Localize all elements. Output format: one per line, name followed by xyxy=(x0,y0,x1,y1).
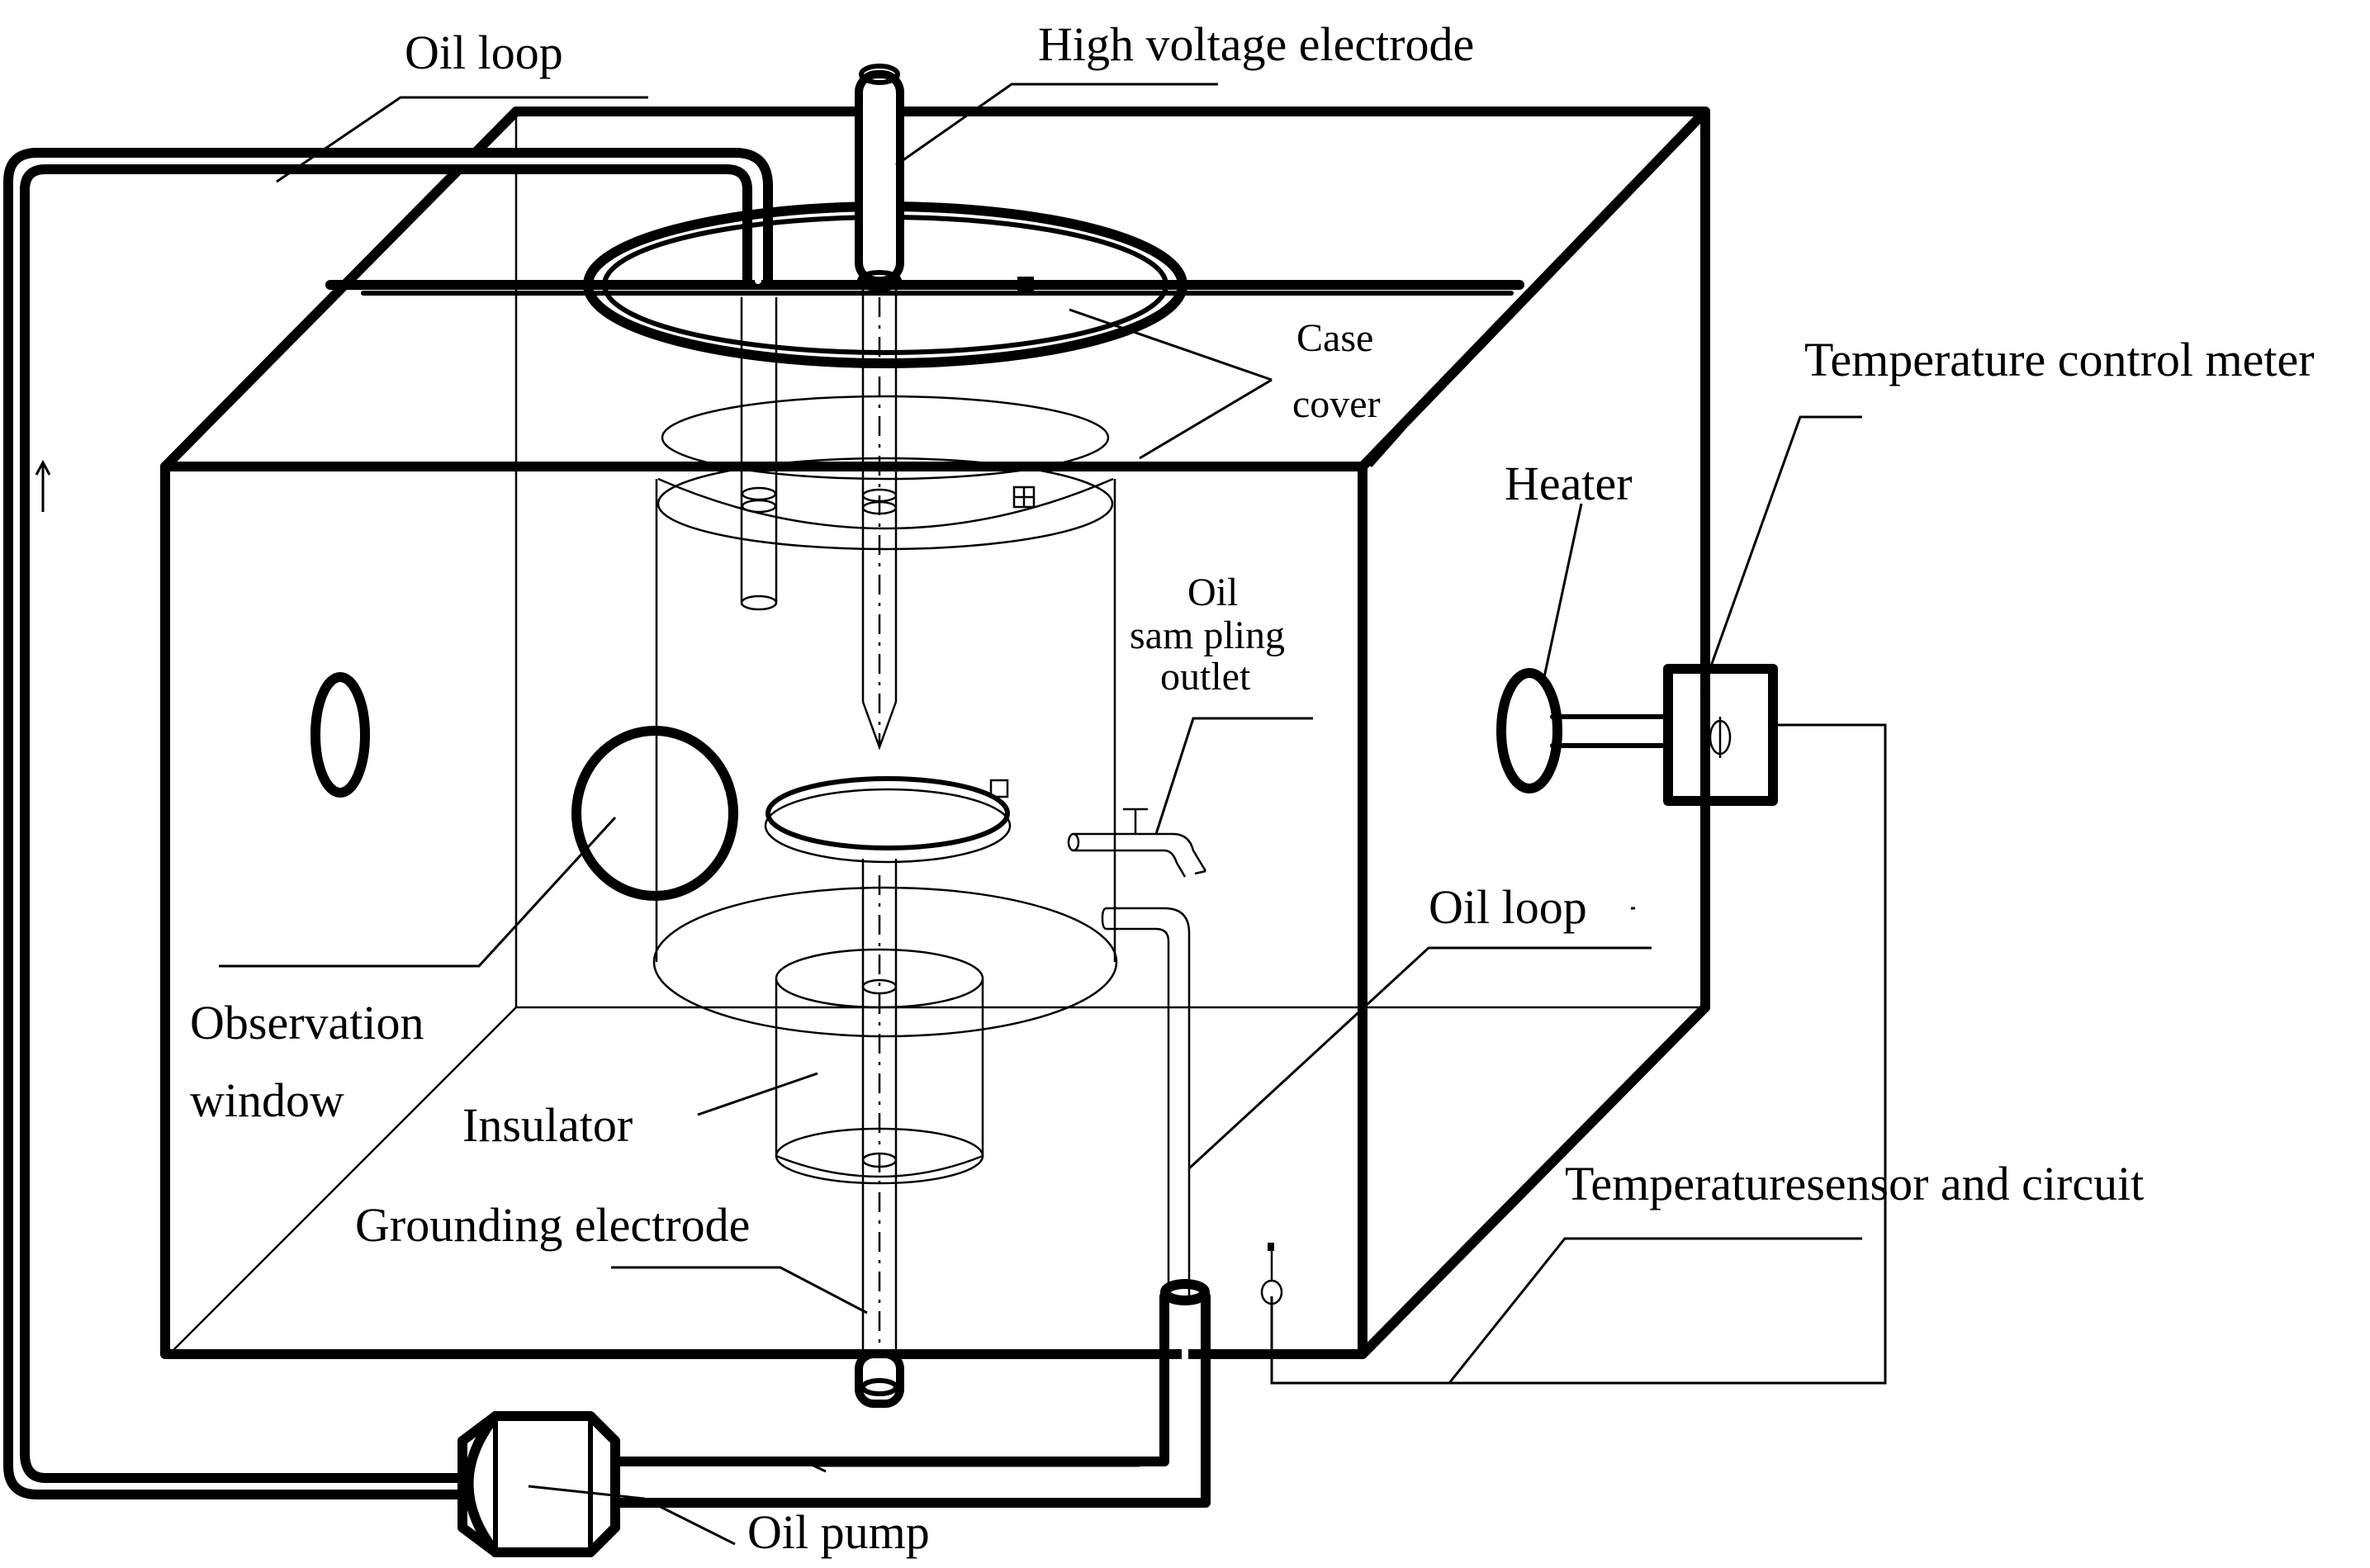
label-oil-sampling-line1: Oil xyxy=(1187,571,1238,614)
oil-loop-pipe xyxy=(3,148,773,1499)
heater xyxy=(1496,668,1671,793)
side-window-left xyxy=(310,672,370,798)
temperature-control-meter xyxy=(1663,664,1778,806)
label-insulator: Insulator xyxy=(462,1098,633,1152)
high-voltage-electrode xyxy=(583,64,1187,751)
label-oil-sampling-line3: outlet xyxy=(1160,655,1251,699)
oil-sampling-outlet xyxy=(1067,808,1207,878)
label-grounding-electrode: Grounding electrode xyxy=(355,1198,750,1252)
observation-window xyxy=(571,726,738,901)
label-high-voltage-electrode: High voltage electrode xyxy=(1038,17,1474,71)
temperature-sensor-circuit xyxy=(1260,723,1887,1385)
label-temperature-sensor: Temperaturesensor and circuit xyxy=(1565,1157,2144,1210)
label-heater: Heater xyxy=(1505,457,1633,510)
leader-lines xyxy=(219,83,1862,1546)
middle-plate xyxy=(764,776,1012,864)
label-oil-pump: Oil pump xyxy=(747,1505,930,1559)
label-case-line2: cover xyxy=(1292,382,1381,426)
label-temperature-control-meter: Temperature control meter xyxy=(1804,333,2315,386)
label-oil-sampling-line2: sam pling xyxy=(1130,613,1285,657)
labels: Oil loop High voltage electrode Case cov… xyxy=(190,17,2315,1559)
oil-inlet-tube xyxy=(740,297,778,611)
label-oil-loop-top: Oil loop xyxy=(405,26,563,79)
label-oil-loop-right: Oil loop xyxy=(1429,880,1587,934)
label-case-line1: Case xyxy=(1296,316,1373,360)
tank-box xyxy=(160,107,1710,1359)
grounding-electrode xyxy=(855,859,904,1408)
test-vessel xyxy=(652,395,1118,1038)
oil-pump xyxy=(457,1411,620,1557)
label-observation-line1: Observation xyxy=(190,996,424,1049)
label-observation-line2: window xyxy=(190,1073,344,1127)
oil-outlet-pipe xyxy=(1101,907,1191,1296)
oil-pump-group xyxy=(457,1279,1211,1557)
